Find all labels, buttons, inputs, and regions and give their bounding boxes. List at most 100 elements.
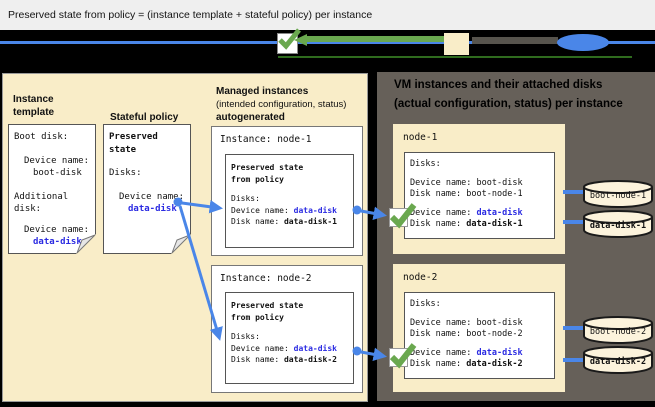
disks-label: Disks: (410, 299, 441, 309)
device-name-label: Device name: (231, 205, 294, 215)
disk-label: boot-node-1 (589, 191, 647, 201)
green-arrow-bar (305, 36, 444, 42)
legend-strip (0, 28, 655, 63)
disks-box: Disks: Device name: boot-disk Disk name:… (404, 292, 555, 379)
disk-cylinder-data-disk-1: data-disk-1 (582, 209, 654, 239)
data-disk-line: Disk name: data-disk-1 (410, 219, 549, 230)
gray-bar-icon (472, 37, 558, 44)
preserved-state-title2: from policy (231, 174, 284, 184)
disk-label: data-disk-2 (589, 357, 647, 367)
disk-cylinder-data-disk-2: data-disk-2 (582, 345, 654, 375)
title-bar: Preserved state from policy = (instance … (0, 0, 655, 30)
applied-checkmark-icon (389, 343, 417, 369)
boot-disk-line: Disk name: boot-node-1 (410, 189, 549, 200)
node-name: node-1 (403, 132, 438, 143)
preserved-state-title2: from policy (231, 312, 284, 322)
device-value: data-disk (293, 343, 337, 353)
vm-instances-header-line2: (actual configuration, status) per insta… (394, 98, 623, 110)
device-value: data-disk (293, 205, 337, 215)
disk-cylinder-boot-node-1: boot-node-1 (582, 179, 654, 209)
disk-label: data-disk-1 (589, 221, 647, 231)
disk-name-label: Disk name: (231, 217, 284, 226)
cylinder-icon (583, 316, 653, 344)
device-line: Device name: data-disk (231, 343, 348, 355)
preserved-state-box: Preserved state from policy Disks: Devic… (225, 154, 354, 248)
disk-connector-line (563, 190, 585, 194)
preserved-state-title: Preserved state (231, 301, 304, 310)
disks-label: Disks: (231, 332, 260, 341)
boot-disk-value: boot-node-1 (466, 189, 523, 199)
folded-corner-icon (171, 234, 191, 254)
disk-name-label: Disk name: (231, 355, 284, 364)
device-name-label: Device name: (410, 348, 477, 358)
disk-name-label: Disk name: (410, 359, 467, 369)
instance-swatch-icon (444, 33, 469, 55)
boot-disk-value: boot-node-2 (466, 329, 523, 339)
vm-node-2-card: node-2 Disks: Device name: boot-disk Dis… (393, 264, 565, 392)
disks-label: Disks: (410, 159, 441, 169)
boot-disk-line: Disk name: boot-node-2 (410, 329, 549, 340)
data-disk-line: Disk name: data-disk-2 (410, 359, 549, 370)
blue-connector-line (0, 41, 655, 44)
disk-name-label: Disk name: (410, 329, 467, 339)
device-name-label: Device name: (410, 318, 477, 328)
managed-instances-header-line3: autogenerated (216, 112, 285, 123)
managed-instances-header: Managed instances (intended configuratio… (216, 85, 366, 124)
additional-disk-label: Additional disk: (14, 191, 69, 215)
green-check-glyph (389, 343, 417, 369)
disk-connector-line (563, 220, 585, 224)
disks-box: Disks: Device name: boot-disk Disk name:… (404, 152, 555, 239)
disk-connector-line (563, 326, 585, 330)
green-underline (278, 56, 632, 58)
cylinder-icon (583, 210, 653, 238)
device-name-label: Device name: (119, 191, 185, 202)
boot-disk-label: Boot disk: (14, 132, 69, 142)
device-line: Device name: data-disk (231, 205, 348, 217)
cylinder-icon (583, 180, 653, 208)
instance-template-header: Instance template (13, 94, 55, 118)
diagram-title: Preserved state from policy = (instance … (8, 9, 373, 21)
stateful-policy-header: Stateful policy (110, 112, 179, 123)
vm-instances-header-line1: VM instances and their attached disks (394, 79, 603, 91)
data-device-line: Device name: data-disk (410, 208, 549, 219)
instance-label: Instance: node-2 (220, 273, 312, 284)
data-disk-value: data-disk-2 (466, 359, 523, 369)
vm-node-1-card: node-1 Disks: Device name: boot-disk Dis… (393, 124, 565, 254)
boot-device-value: boot-disk (33, 168, 82, 178)
disks-label: Disks: (231, 194, 260, 203)
data-device-value: data-disk (476, 208, 523, 218)
data-disk-value: data-disk-1 (466, 219, 523, 229)
instance-label: Instance: node-1 (220, 134, 312, 145)
disks-label: Disks: (109, 168, 142, 178)
disk-line: Disk name: data-disk-1 (231, 216, 348, 228)
boot-device-line: Device name: boot-disk (410, 178, 549, 189)
boot-device-value: boot-disk (476, 318, 523, 328)
vm-instances-panel: VM instances and their attached disks (a… (377, 72, 655, 401)
preserved-state-box: Preserved state from policy Disks: Devic… (225, 292, 354, 384)
green-arrow-icon (294, 34, 307, 46)
device-value: data-disk (128, 204, 177, 214)
disk-value: data-disk-1 (283, 217, 337, 226)
disk-value: data-disk-2 (283, 355, 337, 364)
device-name-label: Device name: (410, 178, 477, 188)
disk-line: Disk name: data-disk-2 (231, 354, 348, 366)
applied-checkmark-icon (389, 203, 417, 229)
node-name: node-2 (403, 272, 438, 283)
device-name-label: Device name: (24, 155, 90, 166)
device-name-label: Device name: (410, 208, 477, 218)
mig-configuration-panel: Instance template Boot disk: Device name… (2, 73, 368, 402)
data-device-value: data-disk (33, 237, 82, 247)
cylinder-icon (583, 346, 653, 374)
disk-icon (557, 34, 609, 51)
managed-instances-header-line1: Managed instances (216, 86, 309, 97)
disk-label: boot-node-2 (589, 327, 647, 337)
instance-template-doc: Boot disk: Device name: boot-disk Additi… (8, 124, 96, 254)
device-name-label: Device name: (24, 224, 90, 235)
disk-name-label: Disk name: (410, 219, 467, 229)
disk-connector-line (563, 358, 585, 362)
boot-device-line: Device name: boot-disk (410, 318, 549, 329)
green-check-glyph (389, 203, 417, 229)
disk-name-label: Disk name: (410, 189, 467, 199)
managed-instances-header-line2: (intended configuration, status) (216, 99, 347, 110)
